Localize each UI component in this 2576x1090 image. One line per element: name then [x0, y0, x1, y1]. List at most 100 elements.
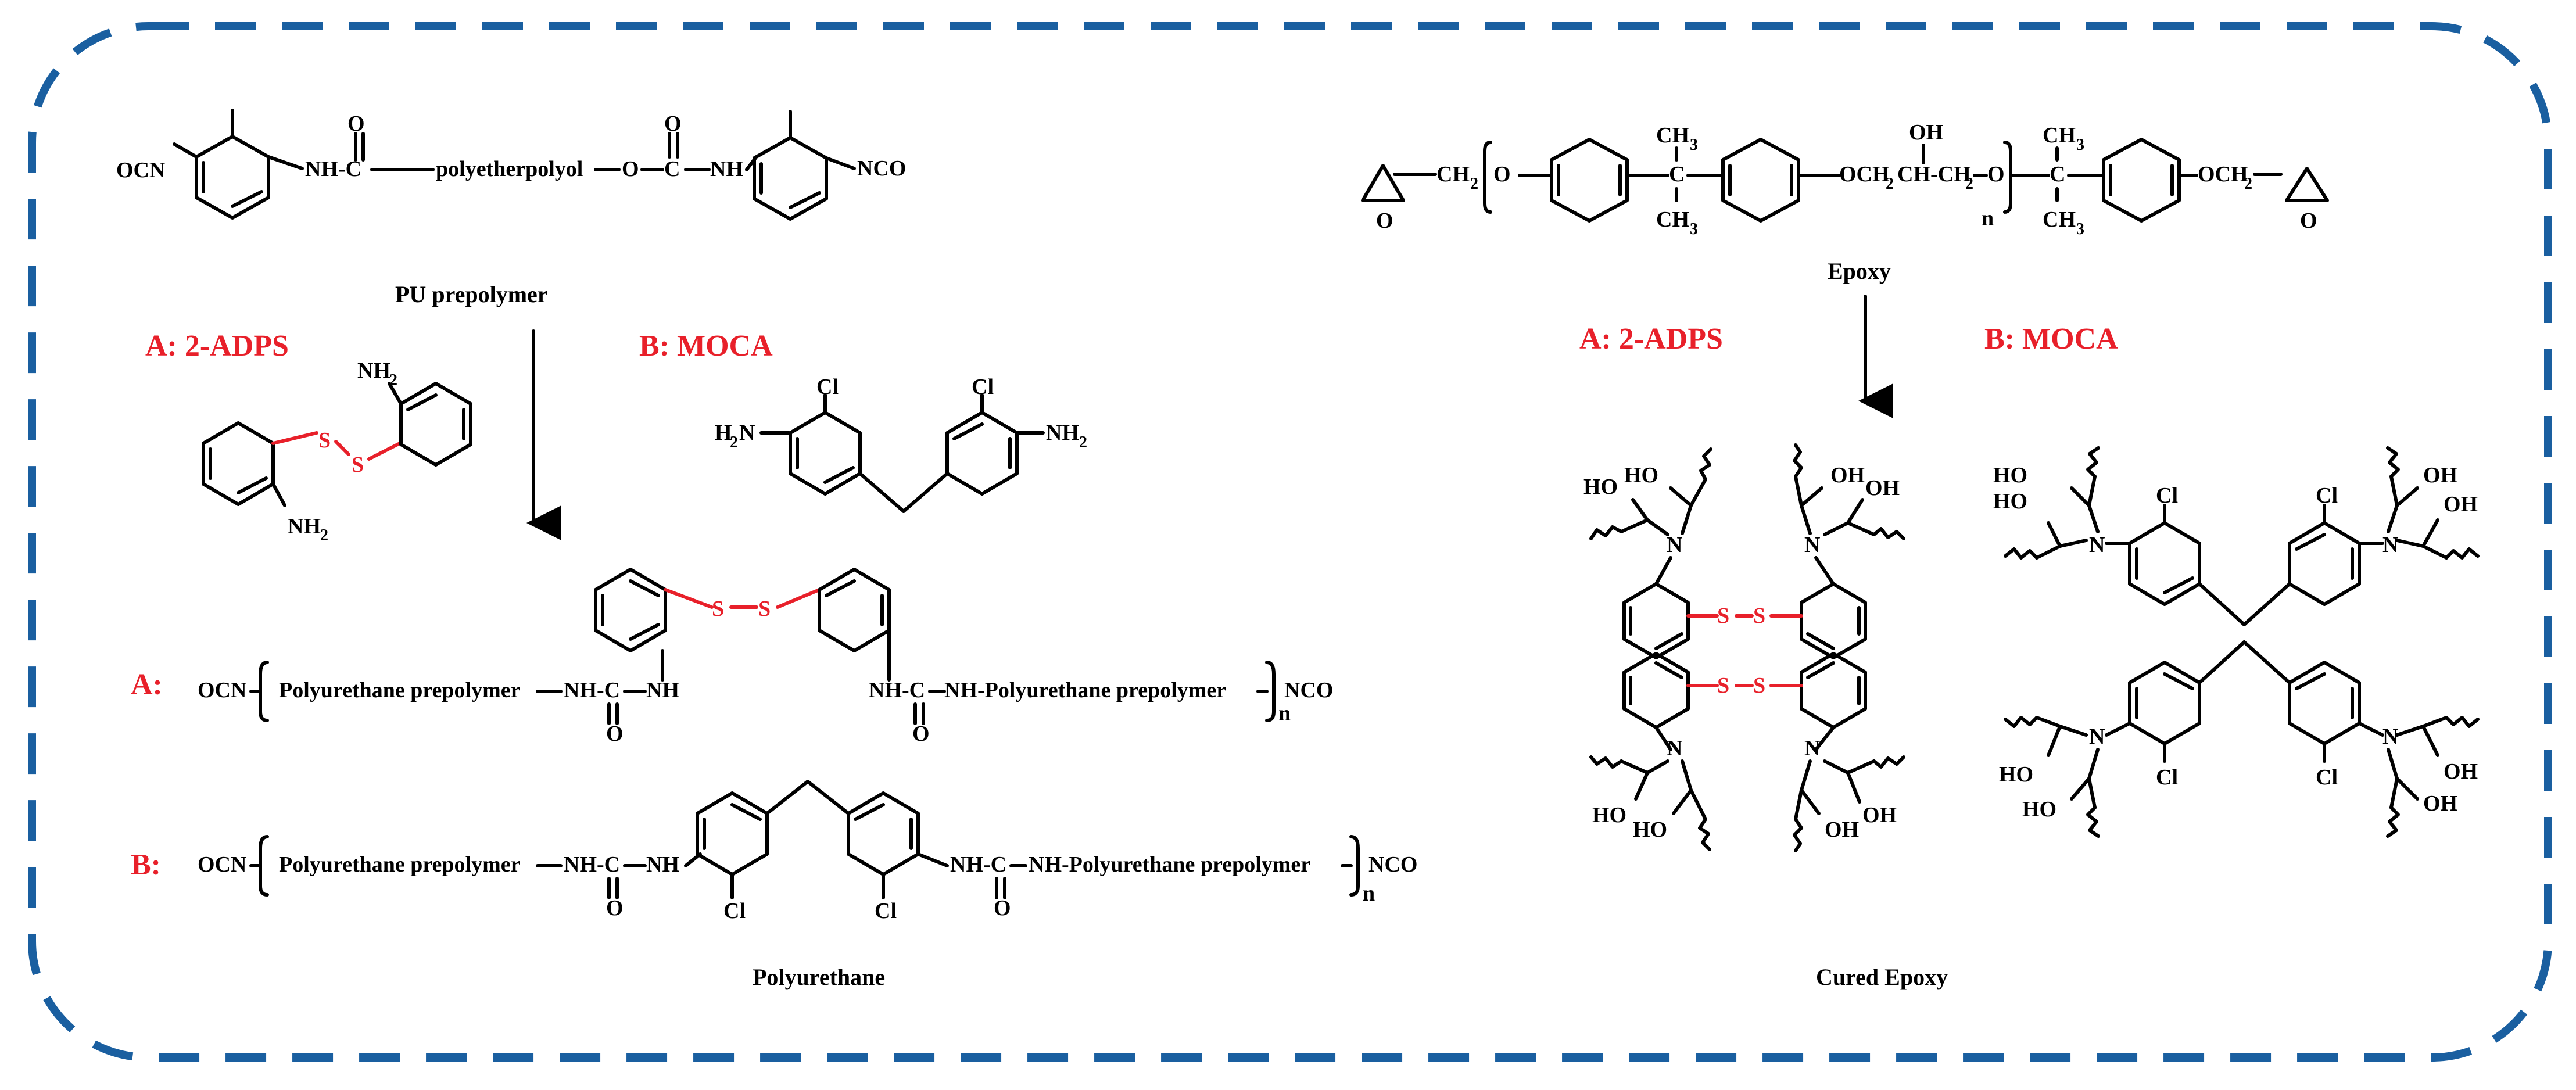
svg-text:C: C: [664, 157, 680, 181]
svg-text:Cl: Cl: [2316, 765, 2338, 790]
svg-text:2: 2: [389, 371, 397, 389]
svg-text:O: O: [606, 896, 624, 920]
svg-text:O: O: [622, 157, 639, 181]
svg-text:S: S: [712, 597, 724, 621]
svg-text:Cl: Cl: [723, 899, 746, 923]
nco-right: NCO: [857, 156, 906, 181]
dashed-border: [28, 22, 2552, 1062]
svg-text:OH: OH: [2423, 463, 2457, 487]
svg-text:HO: HO: [1993, 489, 2027, 514]
svg-text:OCH: OCH: [2198, 162, 2248, 187]
svg-text:CH: CH: [1436, 162, 1470, 187]
row-label-a: A:: [131, 668, 163, 701]
svg-text:NH-C: NH-C: [869, 678, 925, 702]
label-a-2adps-right: A: 2-ADPS: [1579, 322, 1723, 356]
svg-text:S: S: [1753, 673, 1765, 698]
pu-prepolymer-caption: PU prepolymer: [395, 281, 548, 307]
svg-text:NCO: NCO: [1284, 678, 1333, 702]
cured-epoxy-moca: Cl Cl Cl Cl N HO HO N OH: [1993, 446, 2480, 838]
svg-text:n: n: [1982, 206, 1994, 231]
svg-text:CH: CH: [1656, 123, 1689, 148]
svg-text:O: O: [1987, 162, 2005, 187]
svg-text:2: 2: [1079, 433, 1087, 451]
svg-text:NH-Polyurethane prepolymer: NH-Polyurethane prepolymer: [944, 678, 1226, 702]
svg-text:2: 2: [1965, 175, 1973, 193]
svg-text:OH: OH: [1830, 463, 1865, 487]
svg-text:H: H: [715, 421, 732, 445]
svg-text:OH: OH: [1862, 803, 1897, 827]
svg-text:CH: CH: [1656, 207, 1689, 232]
svg-text:NH-C: NH-C: [564, 852, 620, 877]
ocn-left: OCN: [116, 158, 165, 182]
svg-text:OH: OH: [2444, 759, 2478, 784]
svg-text:S: S: [1753, 604, 1765, 628]
svg-text:Cl: Cl: [2156, 483, 2178, 508]
svg-text:O: O: [347, 112, 365, 136]
svg-text:n: n: [1278, 701, 1291, 726]
svg-text:CH: CH: [2043, 207, 2076, 232]
svg-text:3: 3: [2076, 136, 2084, 154]
cured-epoxy-adps: S S S S N HO HO N OH OH: [1583, 443, 1905, 852]
svg-text:S: S: [352, 453, 364, 477]
svg-text:n: n: [1363, 881, 1375, 906]
svg-text:NH-C: NH-C: [950, 852, 1006, 877]
svg-text:N: N: [739, 421, 755, 445]
epoxy-caption: Epoxy: [1828, 258, 1891, 284]
svg-text:2: 2: [1886, 175, 1894, 193]
row-label-b: B:: [131, 848, 161, 881]
label-a-2adps-left: A: 2-ADPS: [145, 329, 289, 363]
svg-text:O: O: [912, 722, 930, 746]
svg-text:Cl: Cl: [2156, 765, 2178, 790]
svg-text:O: O: [1493, 162, 1511, 187]
svg-text:Polyurethane prepolymer: Polyurethane prepolymer: [279, 678, 521, 702]
svg-text:OCH: OCH: [1839, 162, 1890, 187]
svg-text:C: C: [1669, 162, 1685, 187]
svg-text:O: O: [664, 112, 682, 136]
svg-text:NH: NH: [1046, 421, 1079, 445]
svg-text:S: S: [318, 428, 331, 453]
svg-text:NCO: NCO: [1368, 852, 1417, 877]
svg-text:N: N: [2382, 725, 2398, 749]
svg-text:HO: HO: [1633, 818, 1667, 842]
svg-text:HO: HO: [1583, 475, 1618, 499]
svg-text:OCN: OCN: [198, 678, 246, 702]
svg-text:NH: NH: [288, 514, 321, 539]
svg-text:OH: OH: [1909, 120, 1943, 145]
label-b-moca-left: B: MOCA: [639, 329, 773, 363]
svg-text:NH: NH: [357, 358, 390, 383]
svg-text:CH: CH: [2043, 123, 2076, 148]
svg-text:CH-CH: CH-CH: [1897, 162, 1971, 187]
svg-text:HO: HO: [1592, 803, 1626, 827]
svg-text:Polyurethane prepolymer: Polyurethane prepolymer: [279, 852, 521, 877]
svg-text:O: O: [1376, 209, 1393, 233]
svg-text:NH: NH: [646, 678, 679, 702]
svg-text:OH: OH: [2423, 791, 2457, 816]
svg-text:2: 2: [730, 433, 738, 451]
svg-text:HO: HO: [2022, 797, 2056, 822]
svg-text:NH: NH: [646, 852, 679, 877]
svg-text:HO: HO: [1624, 463, 1658, 487]
svg-text:Cl: Cl: [2316, 483, 2338, 508]
polyurethane-a-structure: OCN Polyurethane prepolymer NH-C O NH S …: [198, 568, 1333, 746]
svg-text:S: S: [758, 597, 771, 621]
svg-text:N: N: [1667, 533, 1682, 557]
svg-text:HO: HO: [1993, 463, 2027, 487]
svg-text:O: O: [994, 896, 1011, 920]
svg-text:N: N: [1804, 533, 1820, 557]
svg-text:2: 2: [2244, 175, 2252, 193]
label-b-moca-right: B: MOCA: [1984, 322, 2118, 356]
svg-text:3: 3: [1690, 220, 1698, 238]
polyurethane-caption: Polyurethane: [753, 964, 885, 990]
svg-text:O: O: [2300, 209, 2317, 233]
svg-text:HO: HO: [1999, 762, 2033, 787]
svg-text:S: S: [1717, 604, 1729, 628]
svg-text:OH: OH: [2444, 492, 2478, 517]
svg-text:OH: OH: [1825, 818, 1859, 842]
svg-text:Cl: Cl: [972, 375, 994, 399]
svg-text:OCN: OCN: [198, 852, 246, 877]
svg-text:N: N: [2382, 533, 2398, 557]
svg-text:N: N: [2089, 725, 2105, 749]
svg-text:NH: NH: [710, 157, 743, 181]
